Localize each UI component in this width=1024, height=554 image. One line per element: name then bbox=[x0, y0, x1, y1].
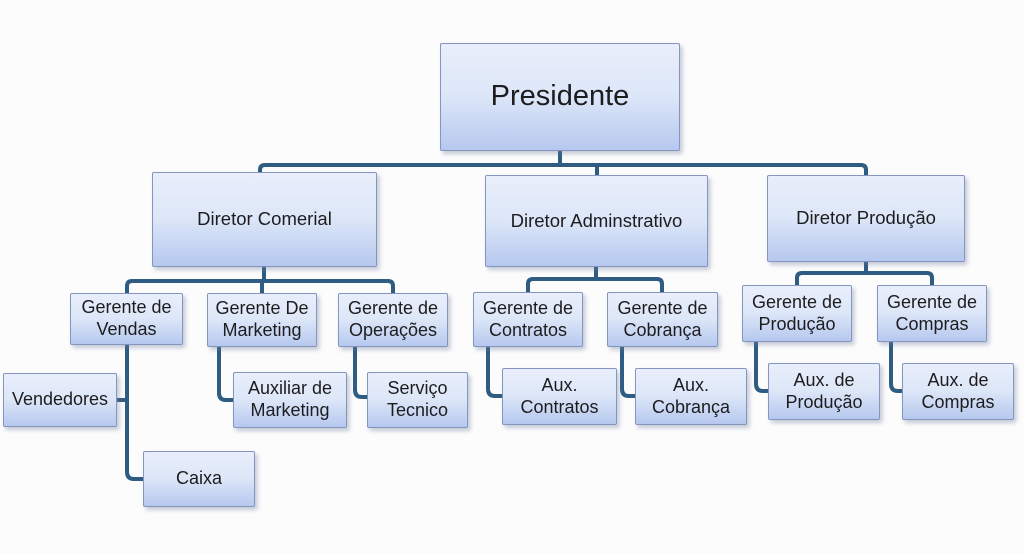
org-node-gerente-cobranca: Gerente de Cobrança bbox=[607, 292, 718, 347]
org-node-gerente-compras: Gerente de Compras bbox=[877, 285, 987, 342]
org-node-gerente-producao: Gerente de Produção bbox=[742, 285, 852, 342]
connector-cobranca-hang bbox=[620, 346, 637, 398]
org-node-caixa: Caixa bbox=[143, 451, 255, 507]
connector-diretores-bus bbox=[258, 163, 868, 178]
connector-operacoes-hang bbox=[353, 346, 369, 399]
org-node-aux-producao: Aux. de Produção bbox=[768, 363, 880, 420]
org-node-aux-cobranca: Aux. Cobrança bbox=[635, 368, 747, 425]
org-node-servico-tecnico: Serviço Tecnico bbox=[367, 372, 468, 428]
org-node-presidente: Presidente bbox=[440, 43, 680, 151]
org-node-gerente-marketing: Gerente De Marketing bbox=[207, 293, 317, 347]
org-node-aux-contratos: Aux. Contratos bbox=[502, 368, 617, 425]
connector-producao-gerente-hang bbox=[754, 341, 770, 393]
org-node-gerente-vendas: Gerente de Vendas bbox=[70, 293, 183, 345]
org-node-gerente-operacoes: Gerente de Operações bbox=[338, 293, 448, 347]
connector-vendas-hang bbox=[125, 344, 145, 481]
org-node-diretor-producao: Diretor Produção bbox=[767, 175, 965, 262]
org-node-auxiliar-marketing: Auxiliar de Marketing bbox=[233, 372, 347, 428]
org-node-gerente-contratos: Gerente de Contratos bbox=[473, 292, 583, 347]
org-node-aux-compras: Aux. de Compras bbox=[902, 363, 1014, 420]
connector-contratos-hang bbox=[486, 346, 504, 398]
connector-marketing-hang bbox=[217, 346, 235, 402]
connector-producao-bus bbox=[795, 271, 934, 287]
org-node-vendedores: Vendedores bbox=[3, 373, 117, 427]
connector-compras-hang bbox=[889, 341, 904, 393]
connector-adminstrativo-bus bbox=[526, 277, 664, 294]
org-node-diretor-adminstrativo: Diretor Adminstrativo bbox=[485, 175, 708, 267]
org-node-diretor-comerial: Diretor Comerial bbox=[152, 172, 377, 267]
